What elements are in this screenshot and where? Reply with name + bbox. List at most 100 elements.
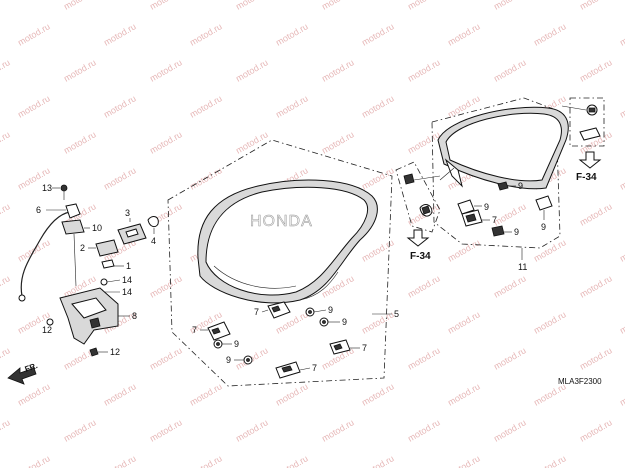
callout-9e: 9 (518, 181, 523, 191)
callout-7e: 7 (492, 215, 497, 225)
watermark-text: motod.ru (618, 165, 625, 191)
watermark-text: motod.ru (492, 0, 528, 12)
callout-5: 5 (394, 309, 399, 319)
watermark-text: motod.ru (16, 453, 52, 468)
watermark-text: motod.ru (320, 417, 356, 443)
watermark-text: motod.ru (274, 381, 310, 407)
watermark-text: motod.ru (360, 309, 396, 335)
callout-8: 8 (132, 311, 137, 321)
watermark-text: motod.ru (446, 309, 482, 335)
watermark-text: motod.ru (406, 417, 442, 443)
callout-9c: 9 (234, 339, 239, 349)
watermark-text: motod.ru (618, 93, 625, 119)
seat-emblem: HONDA (250, 213, 313, 230)
watermark-text: motod.ru (188, 21, 224, 47)
watermark-text: motod.ru (406, 129, 442, 155)
callout-10: 10 (92, 223, 102, 233)
watermark-text: motod.ru (446, 381, 482, 407)
watermark-text: motod.ru (446, 21, 482, 47)
watermark-text: motod.ru (578, 345, 614, 371)
main-seat-boundary (167, 139, 393, 387)
watermark-text: motod.ru (406, 273, 442, 299)
watermark-text: motod.ru (234, 0, 270, 12)
watermark-text: motod.ru (0, 129, 12, 155)
front-direction-marker: FR. (7, 361, 39, 385)
watermark-text: motod.ru (492, 273, 528, 299)
watermark-text: motod.ru (618, 381, 625, 407)
watermark-text: motod.ru (16, 381, 52, 407)
ref-arrow-right: F-34 (576, 151, 602, 183)
watermark-text: motod.ru (234, 417, 270, 443)
watermark-text: motod.ru (62, 0, 98, 12)
watermark-text: motod.ru (406, 57, 442, 83)
callout-11: 11 (518, 262, 527, 272)
watermark-text: motod.ru (102, 453, 138, 468)
watermark-text: motod.ru (532, 453, 568, 468)
callout-1: 1 (126, 261, 131, 271)
watermark-text: motod.ru (148, 345, 184, 371)
callout-14a: 14 (122, 275, 132, 285)
watermark-text: motod.ru (16, 93, 52, 119)
passenger-seat (437, 106, 569, 190)
watermark-text: motod.ru (148, 273, 184, 299)
watermark-text: motod.ru (320, 57, 356, 83)
watermark-text: motod.ru (0, 57, 12, 83)
callout-14b: 14 (122, 287, 132, 297)
callout-13: 13 (42, 183, 52, 193)
watermark-text: motod.ru (16, 21, 52, 47)
watermark-text: motod.ru (360, 165, 396, 191)
watermark-text: motod.ru (360, 381, 396, 407)
watermark-text: motod.ru (532, 21, 568, 47)
watermark-text: motod.ru (62, 129, 98, 155)
watermark-text: motod.ru (274, 453, 310, 468)
callout-2: 2 (80, 243, 85, 253)
watermark-text: motod.ru (148, 0, 184, 12)
watermark-text: motod.ru (0, 417, 12, 443)
watermark-text: motod.ru (618, 453, 625, 468)
watermark-text: motod.ru (234, 57, 270, 83)
callout-12a: 12 (42, 325, 52, 335)
watermark-text: motod.ru (360, 93, 396, 119)
main-seat: HONDA (197, 179, 378, 304)
ref-f34-right: F-34 (576, 172, 597, 183)
watermark-text: motod.ru (360, 237, 396, 263)
watermark-text: motod.ru (578, 201, 614, 227)
watermark-text: motod.ru (578, 0, 614, 12)
front-label: FR. (24, 361, 39, 374)
watermark-text: motod.ru (62, 57, 98, 83)
callout-7d: 7 (362, 343, 367, 353)
watermark-text: motod.ru (188, 381, 224, 407)
watermark-text: motod.ru (102, 93, 138, 119)
callout-9f: 9 (484, 202, 489, 212)
watermark-text: motod.ru (492, 417, 528, 443)
watermark-text: motod.ru (148, 417, 184, 443)
watermark-text: motod.ru (188, 453, 224, 468)
callout-9a: 9 (328, 305, 333, 315)
watermark-text: motod.ru (578, 417, 614, 443)
callout-3: 3 (125, 208, 130, 218)
watermark-text: motod.ru (406, 345, 442, 371)
callout-6: 6 (36, 205, 41, 215)
callout-12b: 12 (110, 347, 120, 357)
watermark-text: motod.ru (618, 21, 625, 47)
watermark-text: motod.ru (102, 21, 138, 47)
watermark-text: motod.ru (0, 273, 12, 299)
watermark-text: motod.ru (578, 273, 614, 299)
watermark-text: motod.ru (532, 309, 568, 335)
watermark-text: motod.ru (0, 0, 12, 12)
passenger-seat-boundary (431, 97, 561, 249)
main-seat-hardware: 7 9 9 7 9 9 7 7 (192, 301, 367, 379)
diagram-code: MLA3F2300 (558, 377, 602, 386)
watermark-text: motod.ru (532, 237, 568, 263)
callout-7b: 7 (192, 325, 197, 335)
watermark-text: motod.ru (188, 93, 224, 119)
watermark-text: motod.ru (320, 0, 356, 12)
watermark-text: motod.ru (492, 201, 528, 227)
watermark-text: motod.ru (446, 453, 482, 468)
watermark-text: motod.ru (320, 129, 356, 155)
watermark-text: motod.ru (618, 309, 625, 335)
watermark-text: motod.ru (360, 453, 396, 468)
detail-box-right (569, 97, 605, 147)
callout-7a: 7 (254, 307, 259, 317)
